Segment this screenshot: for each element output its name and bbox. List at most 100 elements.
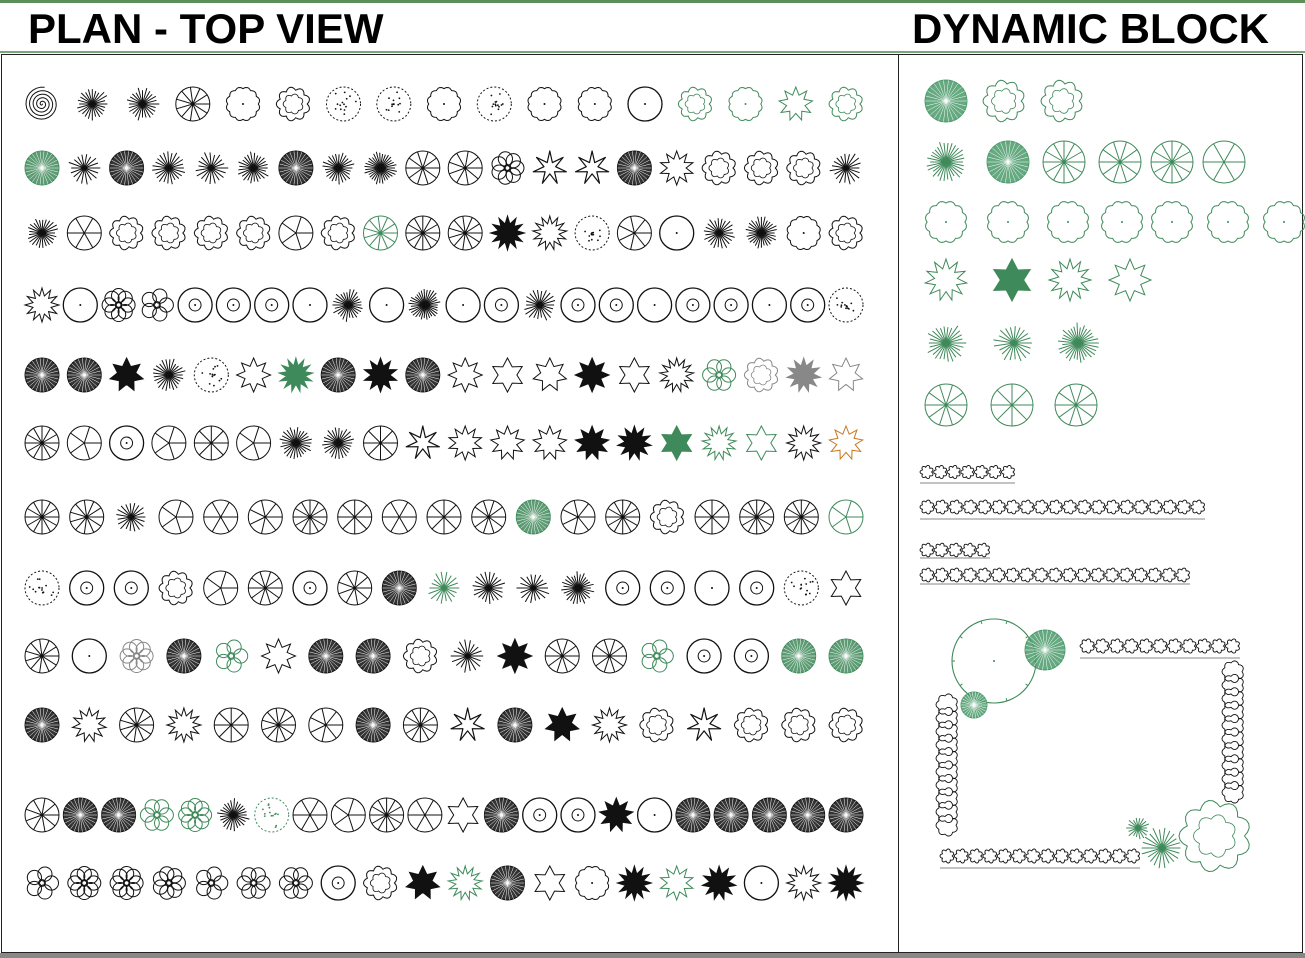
flower-icon xyxy=(141,288,174,322)
flower-icon xyxy=(119,639,154,673)
dense-icon xyxy=(62,797,98,833)
spoke-icon xyxy=(217,798,250,832)
wheel-icon xyxy=(924,383,968,427)
flower-icon xyxy=(109,866,144,900)
star-icon xyxy=(23,286,61,324)
ring-icon xyxy=(292,287,328,323)
wavy-icon xyxy=(575,865,610,901)
cloud-icon xyxy=(109,215,144,251)
dotted-icon xyxy=(783,570,819,606)
spoke-icon xyxy=(322,427,355,460)
wheel-icon xyxy=(363,215,398,251)
dense-icon xyxy=(166,638,202,674)
wavy-icon xyxy=(527,86,562,122)
blob-icon xyxy=(405,425,440,459)
dense-icon xyxy=(308,638,344,674)
wavy-icon xyxy=(1151,201,1193,243)
cloud-icon xyxy=(786,150,821,186)
dense-icon xyxy=(278,150,314,186)
star-icon xyxy=(828,356,864,392)
star-icon xyxy=(616,424,653,461)
spoke-icon xyxy=(1057,322,1099,363)
ring-icon xyxy=(739,570,775,606)
star-icon xyxy=(923,257,969,302)
ring-icon xyxy=(636,287,673,323)
spoke-icon xyxy=(561,571,595,605)
star-icon xyxy=(700,424,738,462)
garden-layout-example xyxy=(935,618,1250,873)
wheel-icon xyxy=(381,499,417,535)
spoke-icon xyxy=(1126,817,1150,840)
cloud-icon xyxy=(1040,79,1083,123)
dense-icon xyxy=(355,638,391,674)
dense-icon xyxy=(355,707,391,743)
header-bar: PLAN - TOP VIEW DYNAMIC BLOCK xyxy=(0,3,1305,53)
wheel-icon xyxy=(828,499,864,535)
ring-icon xyxy=(694,570,730,606)
dense-icon xyxy=(675,797,711,833)
dotted-icon xyxy=(828,287,864,323)
star-icon xyxy=(532,356,568,392)
ring-icon xyxy=(605,570,641,606)
star-icon xyxy=(785,356,823,393)
wheel-icon xyxy=(69,499,105,535)
blob-icon xyxy=(574,150,610,184)
wheel-icon xyxy=(158,499,194,535)
star-icon xyxy=(661,424,693,462)
ring-icon xyxy=(71,638,107,674)
wheel-icon xyxy=(471,499,507,535)
spoke-icon xyxy=(926,141,965,182)
ring-icon xyxy=(713,287,749,323)
cloud-icon xyxy=(781,707,816,743)
blob-icon xyxy=(686,707,722,741)
ring-icon xyxy=(598,287,634,323)
wavy-icon xyxy=(786,215,821,251)
layout-hedge-left xyxy=(935,693,958,837)
dense-icon xyxy=(66,357,102,393)
star-icon xyxy=(70,706,108,743)
wheel-icon xyxy=(592,638,627,674)
ring-icon xyxy=(215,287,252,323)
star-icon xyxy=(615,864,654,902)
star-icon xyxy=(165,706,203,744)
wheel-icon xyxy=(369,797,405,833)
cloud-icon xyxy=(1178,799,1250,873)
ring-icon xyxy=(113,570,149,606)
wheel-icon xyxy=(1098,140,1142,184)
cloud-icon xyxy=(743,357,779,393)
ring-icon xyxy=(320,865,356,901)
wavy-icon xyxy=(1047,201,1089,243)
wheel-icon xyxy=(1054,383,1098,427)
dotted-icon xyxy=(326,86,361,122)
cloud-icon xyxy=(402,638,438,674)
wheel-icon xyxy=(363,425,398,461)
flower-icon xyxy=(196,866,229,900)
spoke-icon xyxy=(408,288,441,320)
layout-hedge-right xyxy=(1221,660,1244,804)
dotted-icon xyxy=(574,215,610,251)
ring-icon xyxy=(659,215,695,251)
dense-icon xyxy=(101,797,137,833)
dotted-icon xyxy=(376,86,412,122)
ring-icon xyxy=(751,287,788,323)
spoke-icon xyxy=(28,218,59,248)
wheel-icon xyxy=(616,215,652,251)
ring-icon xyxy=(790,287,826,323)
flower-icon xyxy=(491,151,525,185)
star-icon xyxy=(489,424,526,461)
spoke-icon xyxy=(126,87,160,121)
cloud-icon xyxy=(701,150,736,186)
wheel-icon xyxy=(605,499,641,535)
spoke-icon xyxy=(332,289,363,322)
dense-icon xyxy=(828,638,864,674)
star-icon xyxy=(1107,257,1153,303)
wheel-icon xyxy=(119,707,155,743)
spoke-icon xyxy=(77,89,108,121)
spoke-icon xyxy=(322,152,355,185)
plan-symbol-library xyxy=(23,85,865,902)
cloud-icon xyxy=(828,707,863,743)
wheel-icon xyxy=(1150,140,1194,184)
star-icon xyxy=(777,85,814,122)
star-icon xyxy=(534,864,566,902)
wheel-icon xyxy=(203,499,239,535)
